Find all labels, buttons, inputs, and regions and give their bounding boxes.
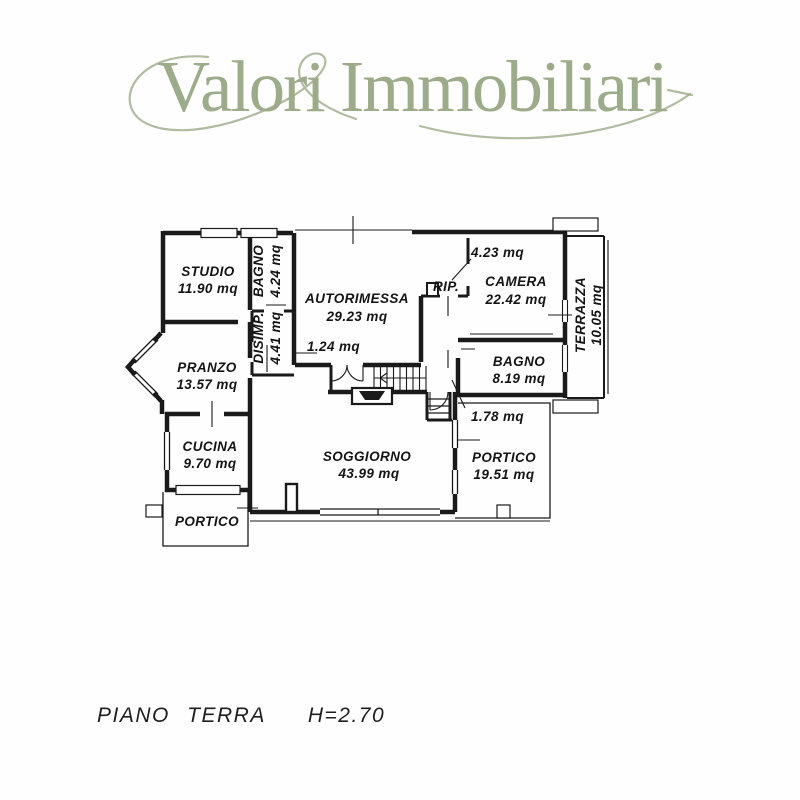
column [145,504,163,518]
room-area-disimpegno: 4.41 mq [268,311,283,365]
room-label-ripostiglio: RIP. [433,279,459,294]
logo-swash-dash [666,88,694,97]
room-area-ripostiglio: 4.23 mq [470,245,524,260]
room-area-bagno-1: 4.24 mq [268,244,283,298]
terrace-doors [561,300,569,372]
floor-label: PIANO TERRA [97,704,266,727]
doors [266,282,449,411]
room-label-autorimessa: AUTORIMESSA [304,291,409,306]
room-label-disimpegno: DISIMP. [251,312,266,363]
caption: PIANO TERRA H=2.70 [97,704,385,728]
room-area-cucina: 9.70 mq [183,456,236,471]
room-label-cucina: CUCINA [183,439,238,454]
room-label-soggiorno: SOGGIORNO [323,449,411,464]
passage-area-2: 1.78 mq [471,409,524,424]
room-label-pranzo: PRANZO [177,360,236,375]
window [451,420,459,494]
room-area-studio: 11.90 mq [178,281,238,296]
brand-logo-text: Valori Immobiliari [157,46,667,127]
logo-swash-mid [286,52,358,121]
leader-lines [451,258,472,409]
room-label-portico-est: PORTICO [472,450,536,465]
portico-west-outline [162,492,249,547]
bay-window [131,336,159,398]
column [496,504,511,519]
room-labels: STUDIO 11.90 mq BAGNO 4.24 mq DISIMP. 4.… [175,244,604,529]
room-label-bagno-1: BAGNO [251,245,266,297]
stair-direction-arrow [374,372,426,384]
ceiling-height-label: H=2.70 [307,704,386,727]
walls-thick [125,229,568,515]
room-label-camera: CAMERA [485,274,547,289]
room-area-autorimessa: 29.23 mq [326,309,388,324]
window [200,227,238,239]
room-area-terrazza: 10.05 mq [589,284,604,345]
pillar [284,482,299,514]
window [175,484,241,496]
room-label-portico-ovest: PORTICO [175,514,239,529]
room-area-bagno-2: 8.19 mq [492,371,545,386]
door-leaves [266,296,449,410]
brand-logo: Valori Immobiliari [128,46,694,140]
window [320,508,440,516]
logo-swash-right [418,92,692,140]
terrace-wall [567,235,605,399]
wall-notch [426,282,439,297]
window [163,432,171,470]
room-area-camera: 22.42 mq [485,292,547,307]
thin-lines [131,216,609,547]
room-area-portico-est: 19.51 mq [474,467,535,482]
room-label-bagno-2: BAGNO [493,354,545,369]
door-swings [330,364,449,411]
room-area-soggiorno: 43.99 mq [338,466,400,481]
logo-swash-left [128,55,290,132]
terrace-edge-top [552,217,599,232]
room-area-pranzo: 13.57 mq [177,377,238,392]
fireplace [350,386,394,406]
terrace-edge-bottom [552,399,599,414]
passage-area-1: 1.24 mq [307,339,360,354]
room-label-terrazza: TERRAZZA [573,277,588,353]
room-label-studio: STUDIO [181,264,234,279]
window [240,227,278,239]
